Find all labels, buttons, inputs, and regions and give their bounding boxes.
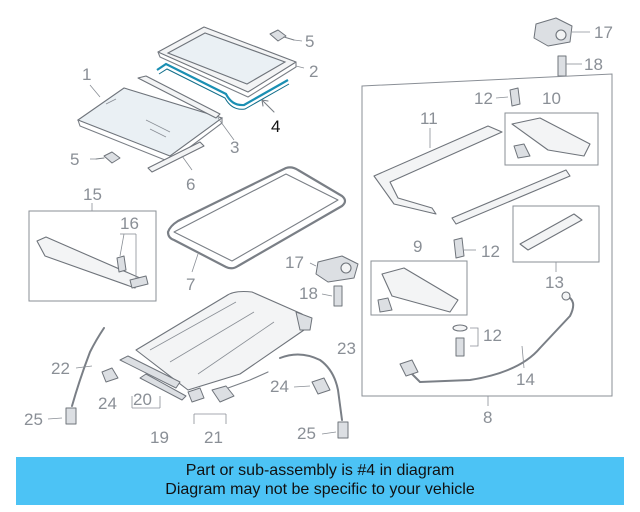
sunshade-panel[interactable]: [135, 290, 313, 391]
banner-line-1: Part or sub-assembly is #4 in diagram: [185, 462, 455, 479]
label-13: 13: [545, 273, 564, 292]
label-9: 9: [413, 237, 422, 256]
label-17-lower: 17: [285, 253, 304, 272]
part-13-group[interactable]: [512, 205, 600, 272]
part-17-motor-upper[interactable]: [533, 17, 590, 47]
label-24-left: 24: [98, 394, 117, 413]
part-1-glass-panel[interactable]: [76, 84, 224, 163]
label-15: 15: [83, 185, 102, 204]
part-11-guide-rail[interactable]: [373, 125, 503, 215]
label-16: 16: [120, 214, 139, 233]
part-12-screw-lower[interactable]: [452, 324, 479, 357]
part-24-clip-left[interactable]: [101, 367, 119, 383]
part-3-rail[interactable]: [137, 75, 235, 141]
part-6-deflector[interactable]: [147, 141, 205, 173]
label-22: 22: [51, 359, 70, 378]
part-12-screw-upper[interactable]: [509, 87, 521, 107]
part-8-group[interactable]: [361, 73, 613, 406]
leader-lines: [47, 96, 509, 435]
part-5-bolt-upper[interactable]: [269, 29, 303, 42]
part-labels: 1 2 3 4 5 5 6 7 8 9 10 11 12 12 12 13 14…: [24, 23, 613, 447]
part-2-panel[interactable]: [157, 26, 305, 98]
label-25-left: 25: [24, 410, 43, 429]
part-4-weatherstrip[interactable]: [156, 62, 290, 113]
part-22-drain-hose[interactable]: [71, 327, 105, 407]
label-25-right: 25: [297, 424, 316, 443]
part-10-group[interactable]: [504, 112, 599, 166]
label-3: 3: [230, 138, 239, 157]
guide-rail-lower[interactable]: [451, 169, 571, 225]
part-15-group[interactable]: [28, 203, 157, 302]
part-9-group[interactable]: [370, 260, 468, 316]
label-17-upper: 17: [594, 23, 613, 42]
label-1: 1: [82, 65, 91, 84]
label-11: 11: [420, 109, 438, 128]
label-20: 20: [133, 390, 152, 409]
info-banner: Part or sub-assembly is #4 in diagram Di…: [16, 457, 624, 505]
part-5-bolt-lower[interactable]: [95, 151, 121, 164]
part-18-screw-lower[interactable]: [333, 285, 343, 307]
part-21-brackets[interactable]: [187, 371, 269, 424]
label-7: 7: [186, 275, 195, 294]
label-24-right: 24: [270, 377, 289, 396]
part-7-frame-seal[interactable]: [166, 166, 347, 273]
label-23: 23: [337, 339, 356, 358]
part-25-plug-left[interactable]: [65, 407, 77, 425]
part-20-rails[interactable]: [119, 355, 187, 409]
label-4: 4: [271, 117, 280, 136]
label-18-upper: 18: [584, 55, 603, 74]
part-24-clip-right[interactable]: [311, 377, 331, 395]
part-17-motor-lower[interactable]: [315, 255, 359, 283]
label-12-upper: 12: [474, 89, 493, 108]
part-25-plug-right[interactable]: [337, 421, 349, 439]
label-21: 21: [204, 428, 223, 447]
label-5-upper: 5: [305, 32, 314, 51]
label-6: 6: [186, 175, 195, 194]
label-10: 10: [542, 89, 561, 108]
part-14-cable[interactable]: [399, 291, 575, 383]
label-2: 2: [309, 62, 318, 81]
label-12-lower: 12: [483, 326, 502, 345]
label-12-middle: 12: [481, 242, 500, 261]
part-23-drain-hose[interactable]: [279, 353, 343, 421]
label-18-lower: 18: [299, 284, 318, 303]
label-8: 8: [483, 408, 492, 427]
label-19: 19: [150, 428, 169, 447]
label-14: 14: [516, 370, 535, 389]
part-12-screw-middle[interactable]: [453, 237, 476, 259]
label-5-lower: 5: [70, 150, 79, 169]
banner-line-2: Diagram may not be specific to your vehi…: [165, 481, 475, 498]
part-18-screw-upper[interactable]: [557, 55, 582, 77]
